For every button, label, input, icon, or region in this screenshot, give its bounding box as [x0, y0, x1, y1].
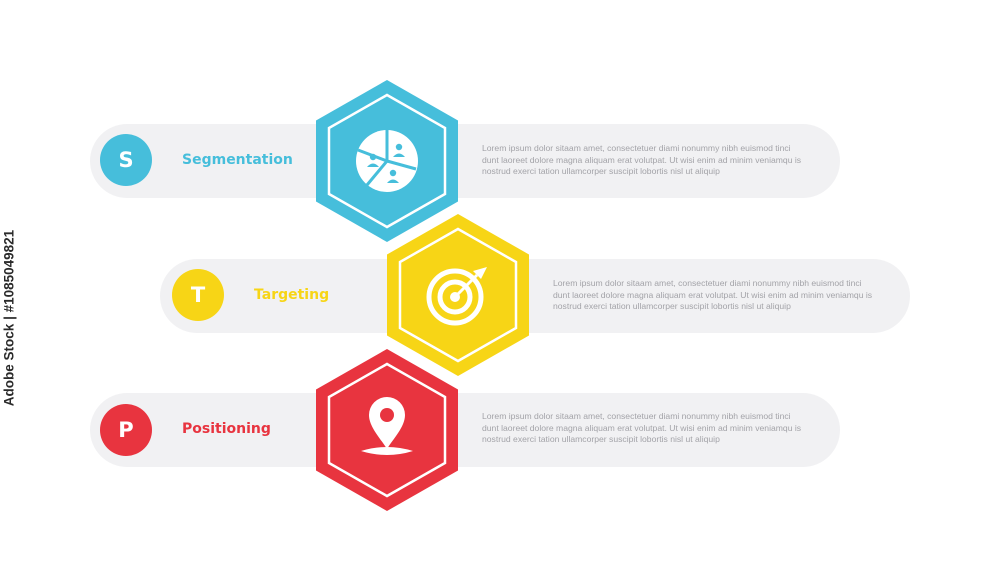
segmentation-hexagon	[316, 80, 458, 242]
segmentation-badge: S	[100, 134, 152, 186]
targeting-hexagon	[387, 214, 529, 376]
segmentation-title: Segmentation	[182, 152, 293, 168]
positioning-description: Lorem ipsum dolor sitaam amet, consectet…	[482, 411, 802, 444]
positioning-hexagon	[316, 349, 458, 511]
positioning-row	[90, 393, 840, 467]
targeting-row	[160, 259, 910, 333]
targeting-title: Targeting	[254, 287, 330, 303]
positioning-badge: P	[100, 404, 152, 456]
targeting-description: Lorem ipsum dolor sitaam amet, consectet…	[553, 278, 873, 311]
targeting-letter: T	[190, 283, 206, 307]
targeting-badge: T	[172, 269, 224, 321]
segmentation-letter: S	[118, 148, 134, 172]
location-pin-icon	[361, 397, 413, 455]
segmentation-row	[90, 124, 840, 198]
pie-chart-people-icon	[356, 130, 418, 192]
positioning-title: Positioning	[182, 421, 271, 437]
target-arrow-icon	[426, 267, 487, 326]
segmentation-description: Lorem ipsum dolor sitaam amet, consectet…	[482, 143, 802, 176]
positioning-letter: P	[118, 418, 134, 442]
